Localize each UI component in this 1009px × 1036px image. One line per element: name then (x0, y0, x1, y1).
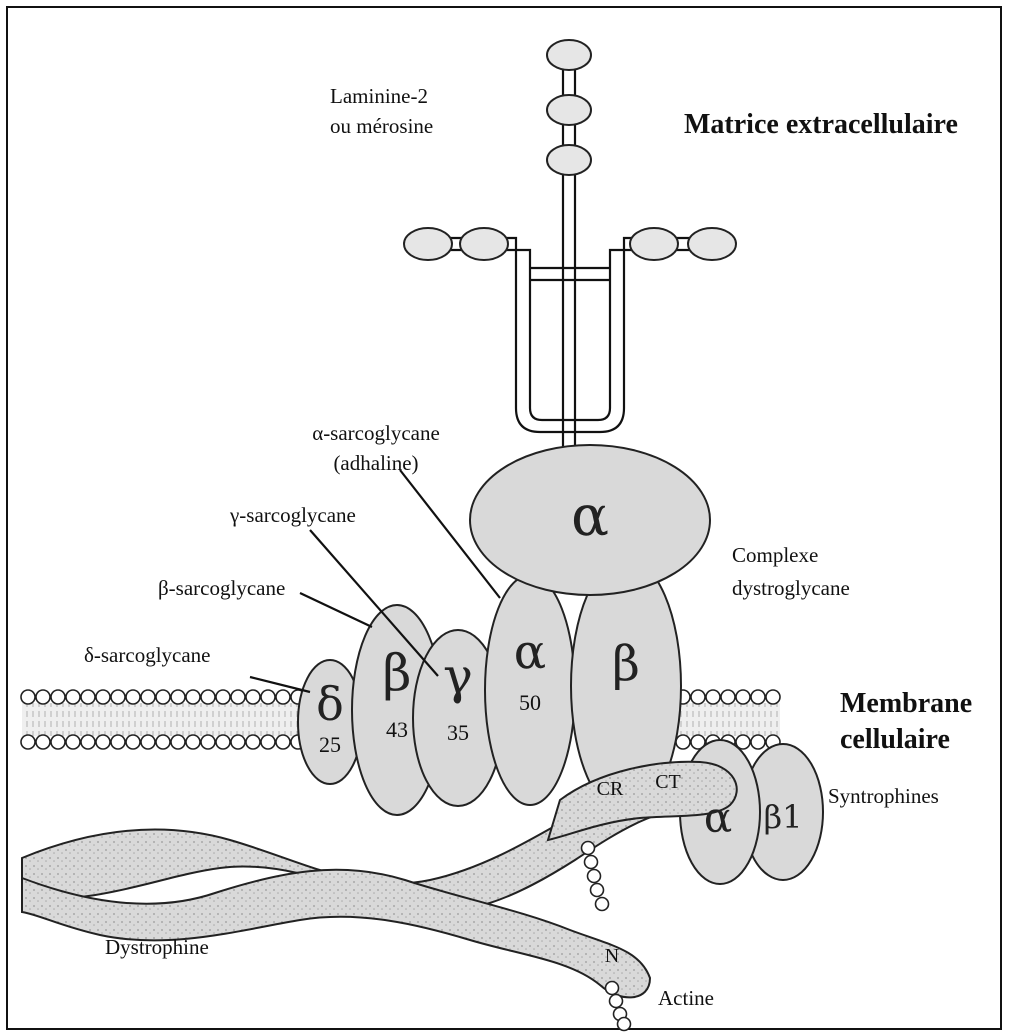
lipid-head (246, 690, 260, 704)
lipid-head (141, 735, 155, 749)
lipid-head (111, 735, 125, 749)
lipid-head (231, 690, 245, 704)
alpha-sg-symbol: α (514, 624, 546, 680)
laminin-globule (547, 95, 591, 125)
dg-complex-label-2: dystroglycane (732, 576, 850, 600)
n-domain-label: N (605, 945, 619, 967)
lipid-head (246, 735, 260, 749)
gamma-sg-label: γ-sarcoglycane (229, 503, 356, 527)
actin-monomer (606, 982, 619, 995)
laminin-globule (547, 40, 591, 70)
gamma-sg-kda: 35 (447, 720, 469, 745)
lipid-head (66, 735, 80, 749)
lipid-head (231, 735, 245, 749)
alpha-sg-label-1: α-sarcoglycane (312, 421, 440, 445)
lipid-head (141, 690, 155, 704)
delta-sg-kda: 25 (319, 732, 341, 757)
lipid-head (171, 690, 185, 704)
lipid-head (186, 735, 200, 749)
lipid-head (21, 690, 35, 704)
lipid-head (766, 690, 780, 704)
lipid-head (126, 690, 140, 704)
actin-label: Actine (658, 986, 714, 1010)
actin-monomer (610, 995, 623, 1008)
beta1-syn-symbol: β1 (764, 798, 803, 836)
lipid-head (51, 690, 65, 704)
actin-monomer (596, 898, 609, 911)
actin-monomer (585, 856, 598, 869)
laminin-globule (547, 145, 591, 175)
lipid-head (156, 735, 170, 749)
lipid-head (736, 690, 750, 704)
dystrophin-label: Dystrophine (105, 935, 209, 959)
lipid-head (96, 690, 110, 704)
lipid-head (216, 690, 230, 704)
lipid-head (81, 690, 95, 704)
laminin-globule (688, 228, 736, 260)
lipid-head (276, 735, 290, 749)
lipid-head (706, 690, 720, 704)
actin-monomer (588, 870, 601, 883)
beta-dg-symbol: β (612, 636, 640, 692)
lipid-head (66, 690, 80, 704)
lipid-head (156, 690, 170, 704)
delta-sg-label: δ-sarcoglycane (84, 643, 211, 667)
syntrophins-label: Syntrophines (828, 784, 939, 808)
actin-monomer (591, 884, 604, 897)
alpha-dg-symbol: α (571, 484, 609, 549)
actin-monomer (582, 842, 595, 855)
lipid-head (51, 735, 65, 749)
alpha-sg-kda: 50 (519, 690, 541, 715)
lipid-head (201, 690, 215, 704)
delta-sg-symbol: δ (316, 677, 344, 731)
lipid-head (216, 735, 230, 749)
dg-complex-label-1: Complexe (732, 543, 818, 567)
beta-sg-kda: 43 (386, 717, 408, 742)
lipid-head (751, 735, 765, 749)
laminin-globule (630, 228, 678, 260)
lipid-head (186, 690, 200, 704)
cr-domain-label: CR (597, 778, 624, 800)
laminin-label-1: Laminine-2 (330, 84, 428, 108)
laminin-globule (460, 228, 508, 260)
lipid-head (81, 735, 95, 749)
lipid-head (276, 690, 290, 704)
actin-monomer (618, 1018, 631, 1031)
lipid-head (21, 735, 35, 749)
lipid-head (111, 690, 125, 704)
lipid-head (96, 735, 110, 749)
membrane-label-1: Membrane (840, 688, 972, 719)
gamma-sg-symbol: γ (443, 647, 473, 705)
alpha-sg-label-2: (adhaline) (333, 451, 418, 475)
lipid-head (261, 735, 275, 749)
lipid-head (751, 690, 765, 704)
membrane-label-2: cellulaire (840, 724, 950, 755)
beta-sg-symbol: β (383, 644, 412, 702)
alpha-syn-symbol: α (704, 793, 732, 842)
beta-sg-label: β-sarcoglycane (158, 576, 285, 600)
lipid-head (201, 735, 215, 749)
laminin-label-2: ou mérosine (330, 114, 433, 138)
lipid-head (676, 735, 690, 749)
lipid-head (36, 735, 50, 749)
laminin-globule (404, 228, 452, 260)
lipid-head (691, 690, 705, 704)
ecm-label: Matrice extracellulaire (684, 109, 958, 140)
lipid-head (261, 690, 275, 704)
lipid-head (171, 735, 185, 749)
lipid-head (721, 690, 735, 704)
lipid-head (36, 690, 50, 704)
ct-domain-label: CT (655, 771, 681, 793)
lipid-head (126, 735, 140, 749)
